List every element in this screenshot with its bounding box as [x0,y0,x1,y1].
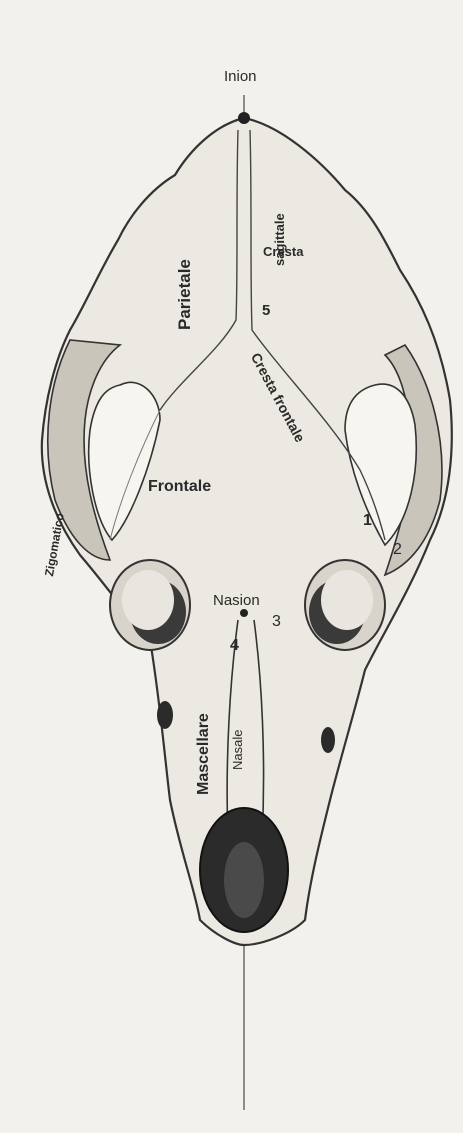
inion-point [238,112,250,124]
label-parietale: Parietale [175,259,195,330]
label-nasale: Nasale [230,730,245,770]
label-frontale: Frontale [148,478,211,496]
label-number-4: 4 [230,637,239,655]
label-inion: Inion [224,68,257,85]
label-number-3: 3 [272,613,281,631]
nasion-point [240,609,248,617]
label-mascellare: Mascellare [195,713,213,795]
label-number-5: 5 [262,302,270,319]
label-number-1: 1 [363,512,372,530]
label-cresta-sagittale-2: sagittale [272,213,287,266]
foramen-left [157,701,173,729]
label-number-2: 2 [393,541,402,559]
label-nasion: Nasion [213,592,260,609]
foramen-right [321,727,335,753]
